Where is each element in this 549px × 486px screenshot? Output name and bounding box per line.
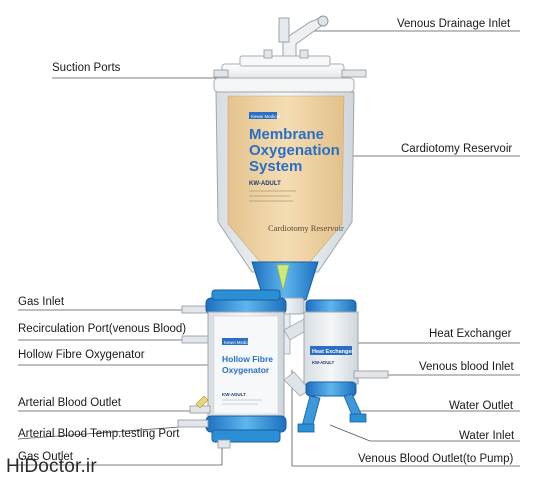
reservoir-line1: Membrane bbox=[249, 126, 324, 143]
leader-water-inlet-a bbox=[329, 424, 371, 442]
leader-arterial-temp-port bbox=[17, 426, 181, 440]
reservoir-model: KW-ADULT bbox=[249, 181, 281, 187]
hollow-fibre-oxygenator bbox=[177, 289, 287, 449]
heat-exchanger-print: Heat Exchanger KW-ADULT bbox=[310, 346, 354, 365]
label-arterial-blood-outlet: Arterial Blood Outlet bbox=[18, 397, 121, 409]
oxygenator-brand-badge bbox=[222, 338, 248, 345]
label-cardiotomy-reservoir: Cardiotomy Reservoir bbox=[401, 143, 513, 155]
label-venous-blood-outlet: Venous Blood Outlet(to Pump) bbox=[358, 453, 514, 465]
heat-exchanger-badge bbox=[310, 346, 352, 355]
oxygenator-model: KW-ADULT bbox=[222, 392, 246, 397]
oxygenator-line1: Hollow Fibre bbox=[222, 354, 273, 364]
reservoir-print: Kewei Medical Membrane Oxygenation Syste… bbox=[249, 112, 344, 233]
oxygenator-brand: Kewei Medical bbox=[224, 340, 252, 345]
label-venous-blood-inlet: Venous blood Inlet bbox=[419, 361, 514, 373]
reservoir-brand: Kewei Medical bbox=[251, 114, 280, 119]
label-hollow-fibre-oxygenator: Hollow Fibre Oxygenator bbox=[18, 349, 145, 361]
label-suction-ports: Suction Ports bbox=[52, 62, 121, 74]
label-venous-drainage-inlet: Venous Drainage Inlet bbox=[397, 18, 511, 30]
heat-exchanger bbox=[297, 299, 389, 433]
label-recirculation-port: Recirculation Port(venous Blood) bbox=[18, 323, 187, 335]
reservoir-brand-badge bbox=[249, 112, 277, 119]
reservoir-caption: Cardiotomy Reservoir bbox=[268, 223, 344, 233]
label-gas-inlet: Gas Inlet bbox=[18, 296, 65, 308]
watermark: HiDoctor.ir bbox=[6, 456, 97, 477]
reservoir-lid bbox=[213, 49, 367, 93]
cardiotomy-reservoir-body bbox=[215, 91, 355, 273]
heat-exchanger-line1: Heat Exchanger bbox=[312, 349, 354, 355]
reservoir-line3: System bbox=[249, 158, 302, 175]
label-arterial-temp-port: Arterial Blood Temp.testing Port bbox=[18, 428, 180, 440]
oxygenator-line2: Oxygenator bbox=[222, 365, 270, 375]
label-water-inlet: Water Inlet bbox=[459, 430, 515, 442]
label-heat-exchanger: Heat Exchanger bbox=[429, 328, 512, 340]
leader-lines bbox=[17, 30, 520, 467]
oxygenator-print: Kewei Medical Hollow Fibre Oxygenator KW… bbox=[222, 338, 273, 405]
label-gas-outlet: Gas Outlet bbox=[18, 451, 73, 463]
venous-drainage-inlet-connector bbox=[278, 15, 329, 67]
heat-exchanger-model: KW-ADULT bbox=[312, 360, 335, 365]
reservoir-line2: Oxygenation bbox=[249, 142, 340, 159]
label-water-outlet: Water Outlet bbox=[449, 400, 514, 412]
